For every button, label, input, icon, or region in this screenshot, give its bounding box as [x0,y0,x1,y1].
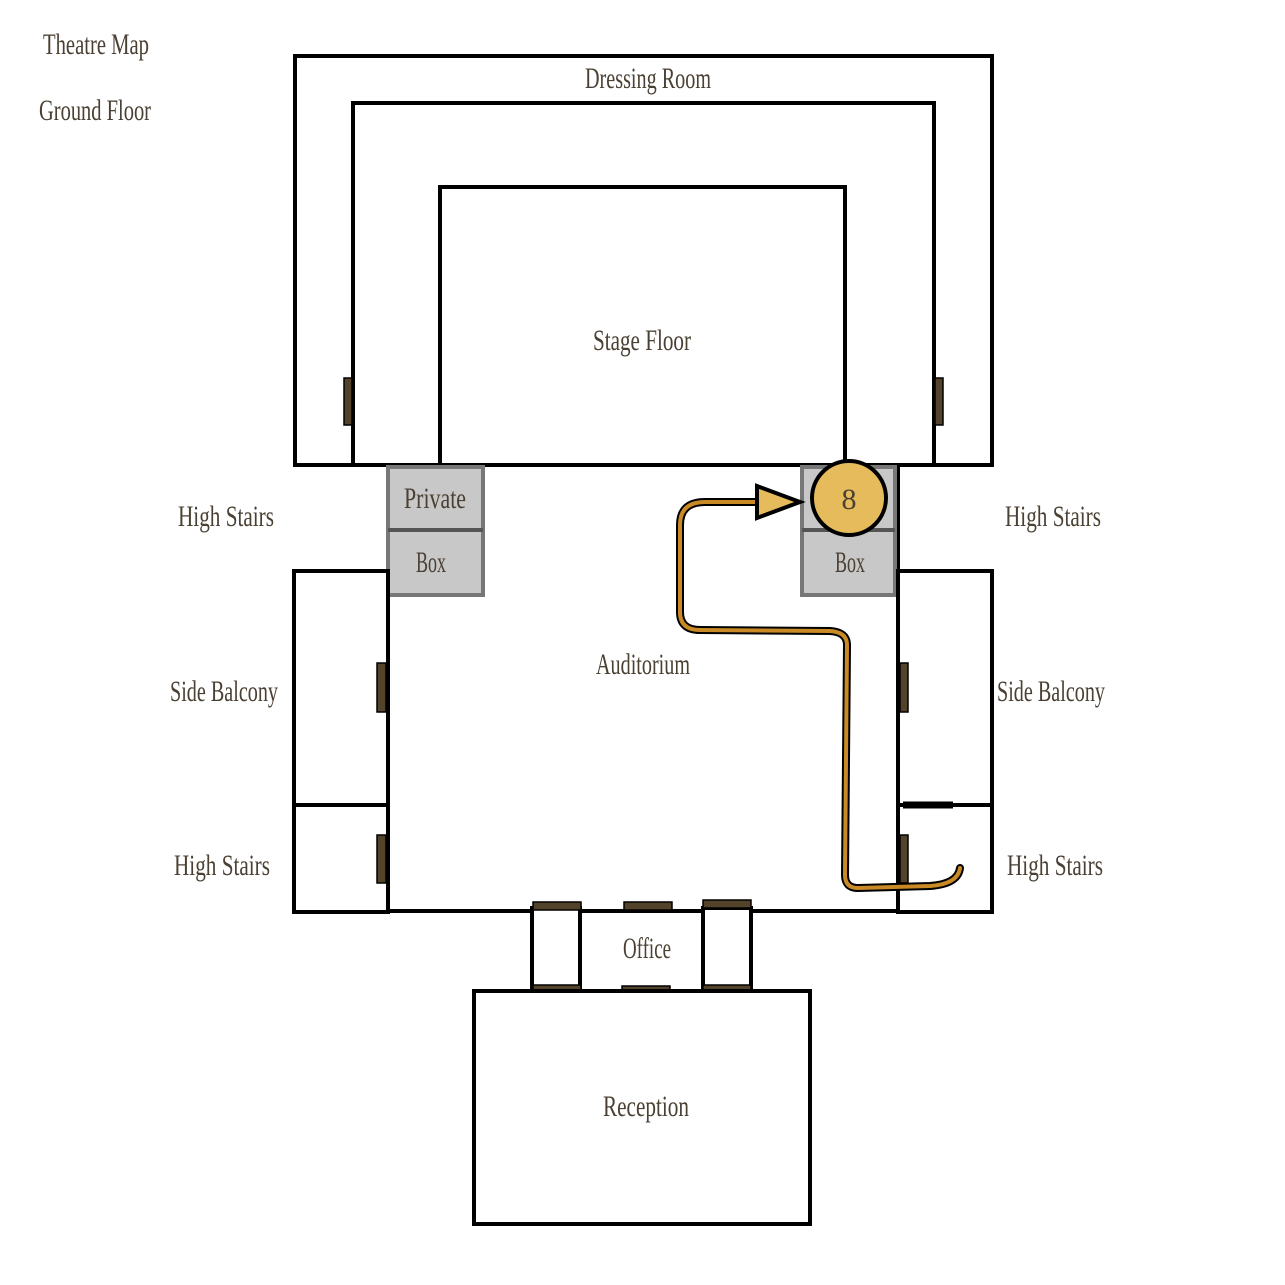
private-box-left[interactable] [386,465,485,597]
route-arrow-icon [755,483,806,521]
label-reception: Reception [603,1090,689,1123]
label-private: Private [404,482,466,515]
marker-label: 8 [842,483,857,516]
label-box-right: Box [835,546,865,579]
door-stairs-right[interactable] [899,834,909,884]
floor-label: Ground Floor [39,94,151,127]
door-balcony-left[interactable] [376,662,387,713]
label-box-left: Box [416,546,446,579]
door-office-1[interactable] [532,901,582,911]
route-path [676,498,964,893]
side-balcony-right[interactable] [896,569,994,807]
reception[interactable] [472,989,812,1226]
label-office: Office [623,932,671,965]
label-side-balcony-left: Side Balcony [170,675,278,708]
location-marker[interactable]: 8 [810,459,888,537]
high-stairs-lower-left[interactable] [292,803,390,914]
dressing-room-inner-wall [351,101,936,465]
label-auditorium: Auditorium [596,648,690,681]
door-dressing-right[interactable] [934,377,944,426]
door-dressing-left[interactable] [343,377,353,426]
label-high-stairs-upper-right: High Stairs [1005,500,1101,533]
high-stairs-lower-right[interactable] [896,803,994,914]
door-stairs-left[interactable] [376,834,387,884]
stage-floor[interactable] [438,185,847,467]
door-office-3[interactable] [702,899,752,909]
label-stage-floor: Stage Floor [593,324,691,357]
office-right-room[interactable] [701,906,753,992]
door-office-2[interactable] [623,901,673,911]
label-high-stairs-upper-left: High Stairs [178,500,274,533]
label-high-stairs-lower-left: High Stairs [174,849,270,882]
label-dressing-room: Dressing Room [585,62,711,95]
side-balcony-left[interactable] [292,569,390,807]
door-balcony-right[interactable] [899,662,909,713]
label-high-stairs-lower-right: High Stairs [1007,849,1103,882]
map-title: Theatre Map [43,28,149,61]
office-left-room[interactable] [530,906,582,992]
label-side-balcony-right: Side Balcony [997,675,1105,708]
